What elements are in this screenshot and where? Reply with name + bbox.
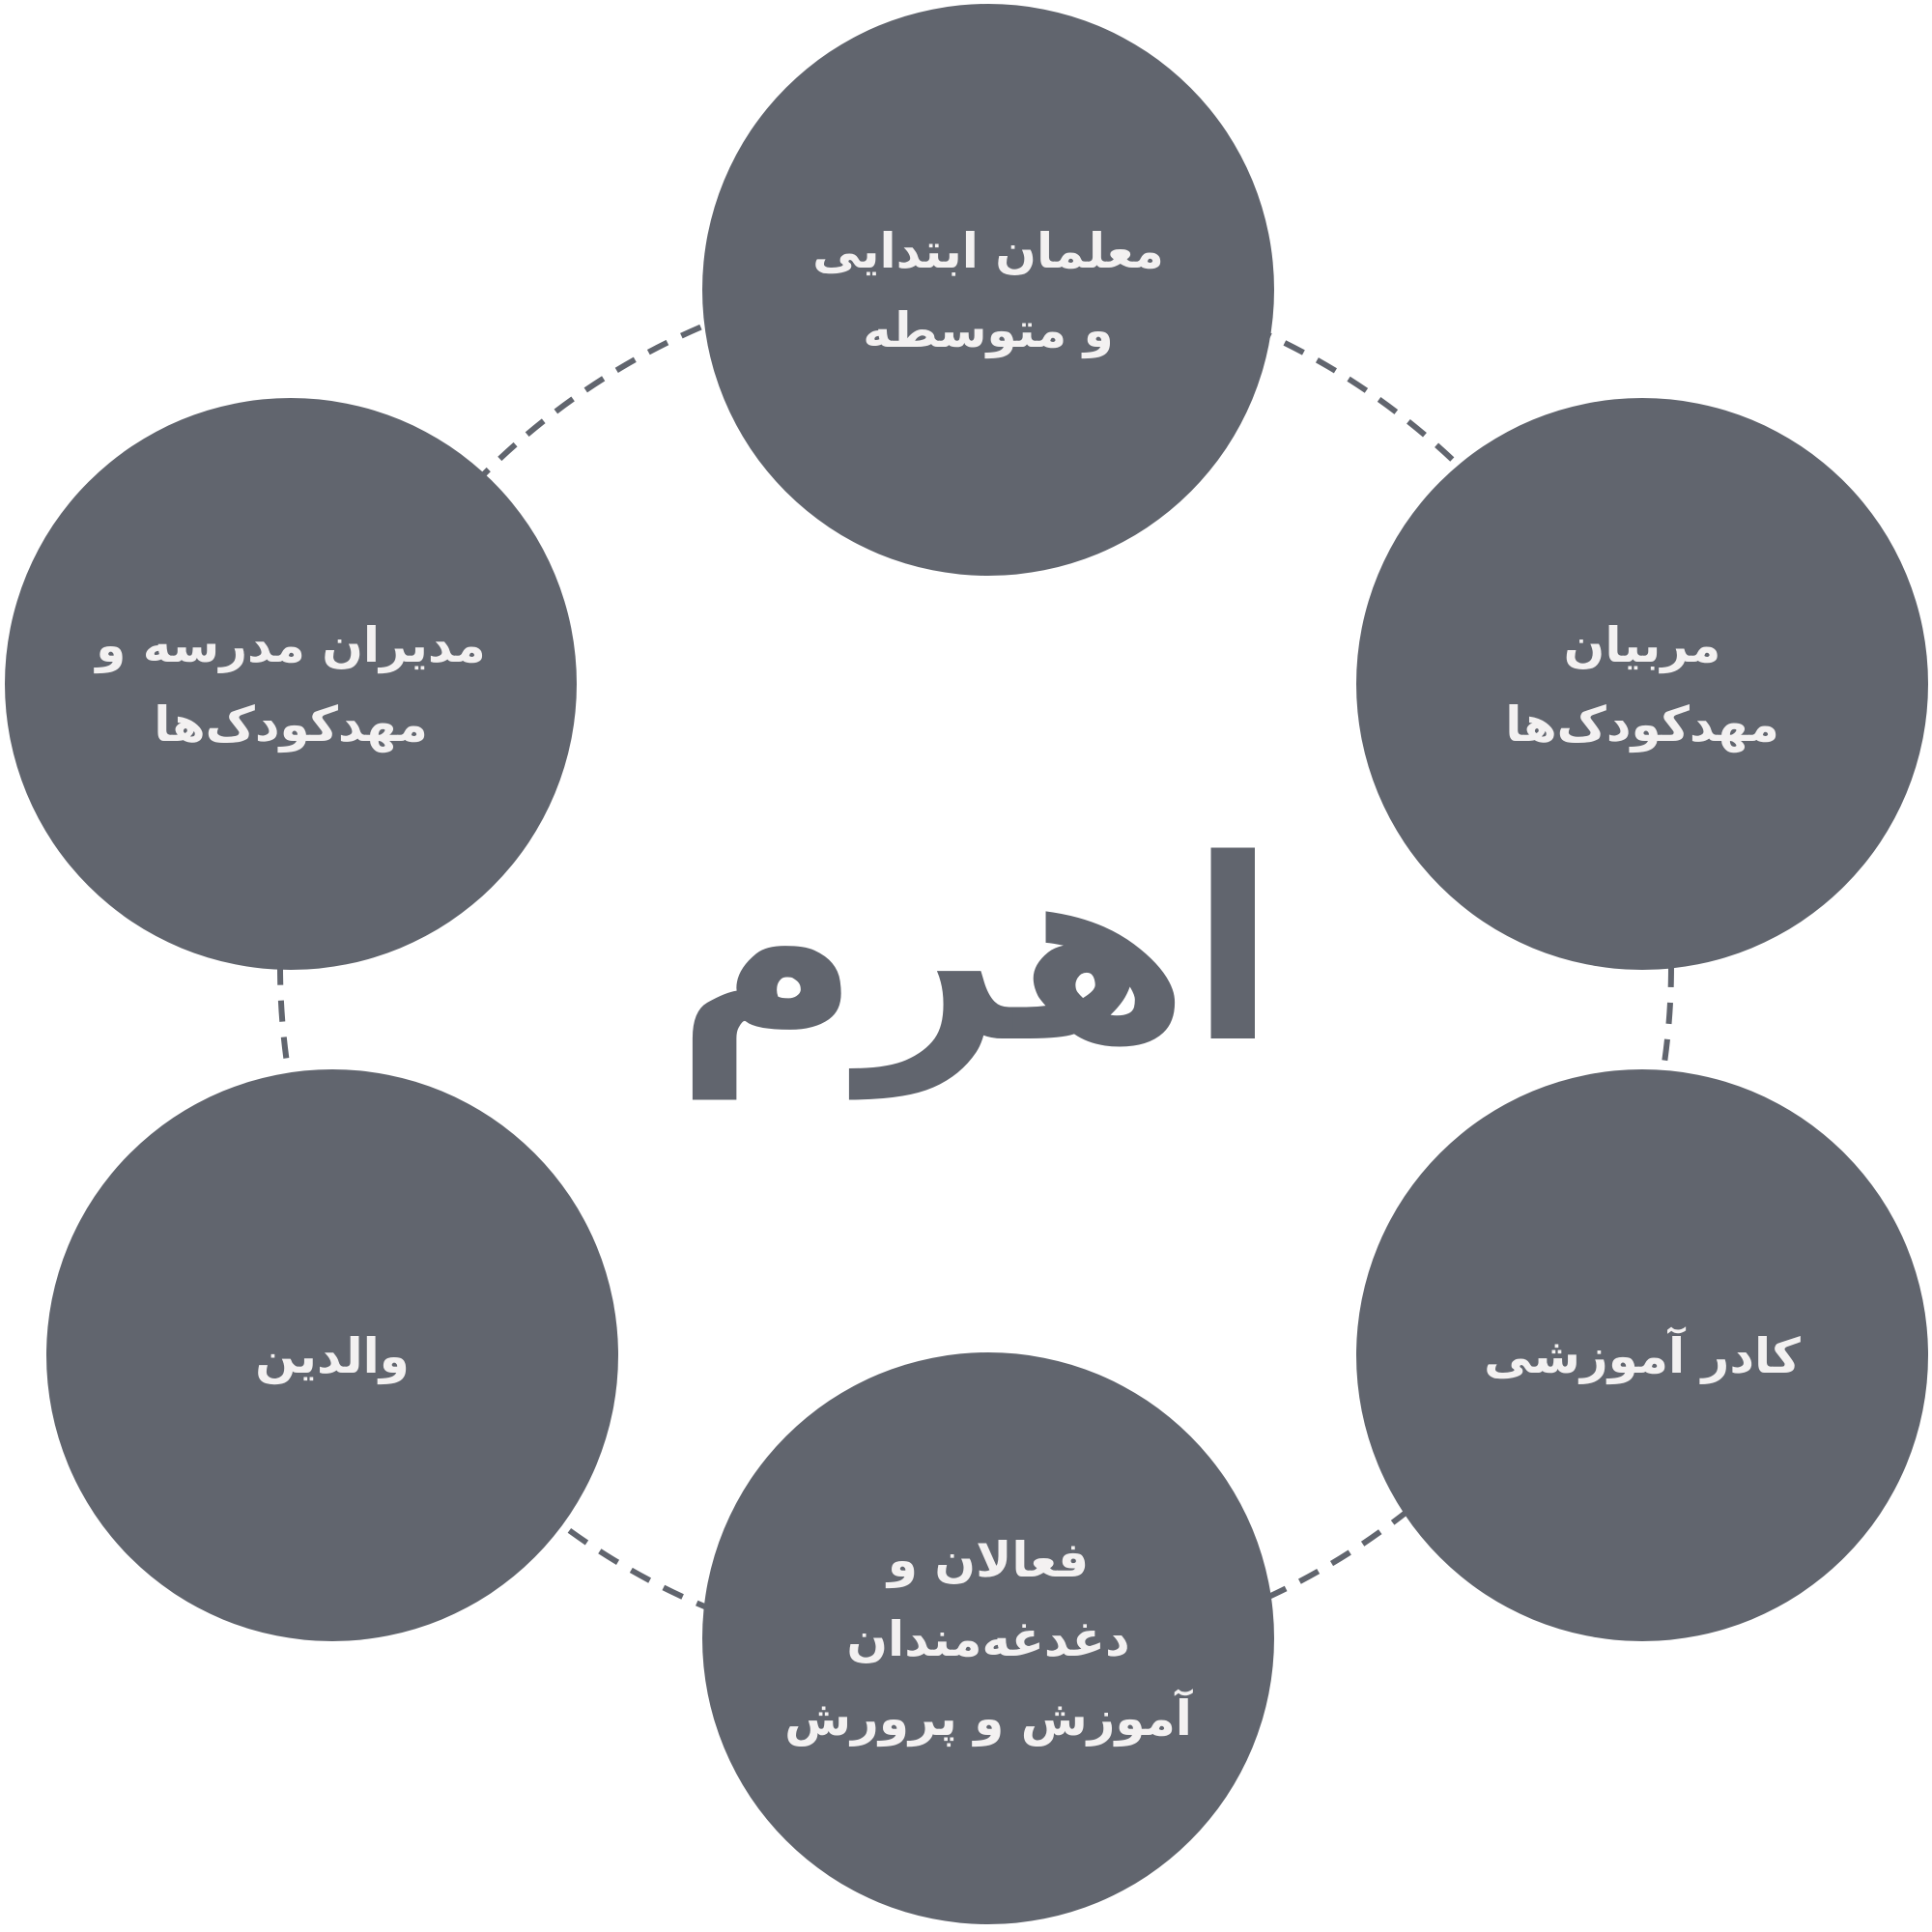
- stakeholder-label: والدین: [255, 1328, 410, 1385]
- stakeholder-circle: [46, 1069, 618, 1641]
- stakeholder-label: مهدکودک‌ها: [1505, 696, 1779, 753]
- stakeholder-label: دغدغه‌مندان: [846, 1611, 1129, 1667]
- stakeholder-node: مدیران مدرسه و مهدکودک‌ها: [5, 398, 577, 970]
- stakeholder-node: فعالان و دغدغه‌مندان آموزش و پرورش: [702, 1352, 1274, 1924]
- stakeholder-circle: [702, 1352, 1274, 1924]
- center-logo-text: اهرم: [675, 807, 1276, 1101]
- stakeholder-circle: [5, 398, 577, 970]
- stakeholder-label: کادر آموزشی: [1484, 1326, 1802, 1385]
- stakeholder-circle: [1356, 1069, 1928, 1641]
- stakeholder-label: مربیان: [1564, 617, 1721, 674]
- stakeholder-node: معلمان ابتدایی و متوسطه: [702, 4, 1274, 576]
- stakeholder-node: کادر آموزشی: [1356, 1069, 1928, 1641]
- stakeholder-label: مهدکودک‌ها: [154, 696, 428, 753]
- stakeholder-label: و متوسطه: [863, 302, 1113, 359]
- stakeholder-circle: [702, 4, 1274, 576]
- stakeholder-node: والدین: [46, 1069, 618, 1641]
- stakeholder-label: مدیران مدرسه و: [93, 617, 486, 674]
- stakeholder-label: فعالان و: [885, 1532, 1089, 1589]
- stakeholder-label: معلمان ابتدایی: [812, 223, 1164, 279]
- stakeholder-circle: [1356, 398, 1928, 970]
- stakeholder-node: مربیان مهدکودک‌ها: [1356, 398, 1928, 970]
- stakeholder-label: آموزش و پرورش: [784, 1689, 1194, 1747]
